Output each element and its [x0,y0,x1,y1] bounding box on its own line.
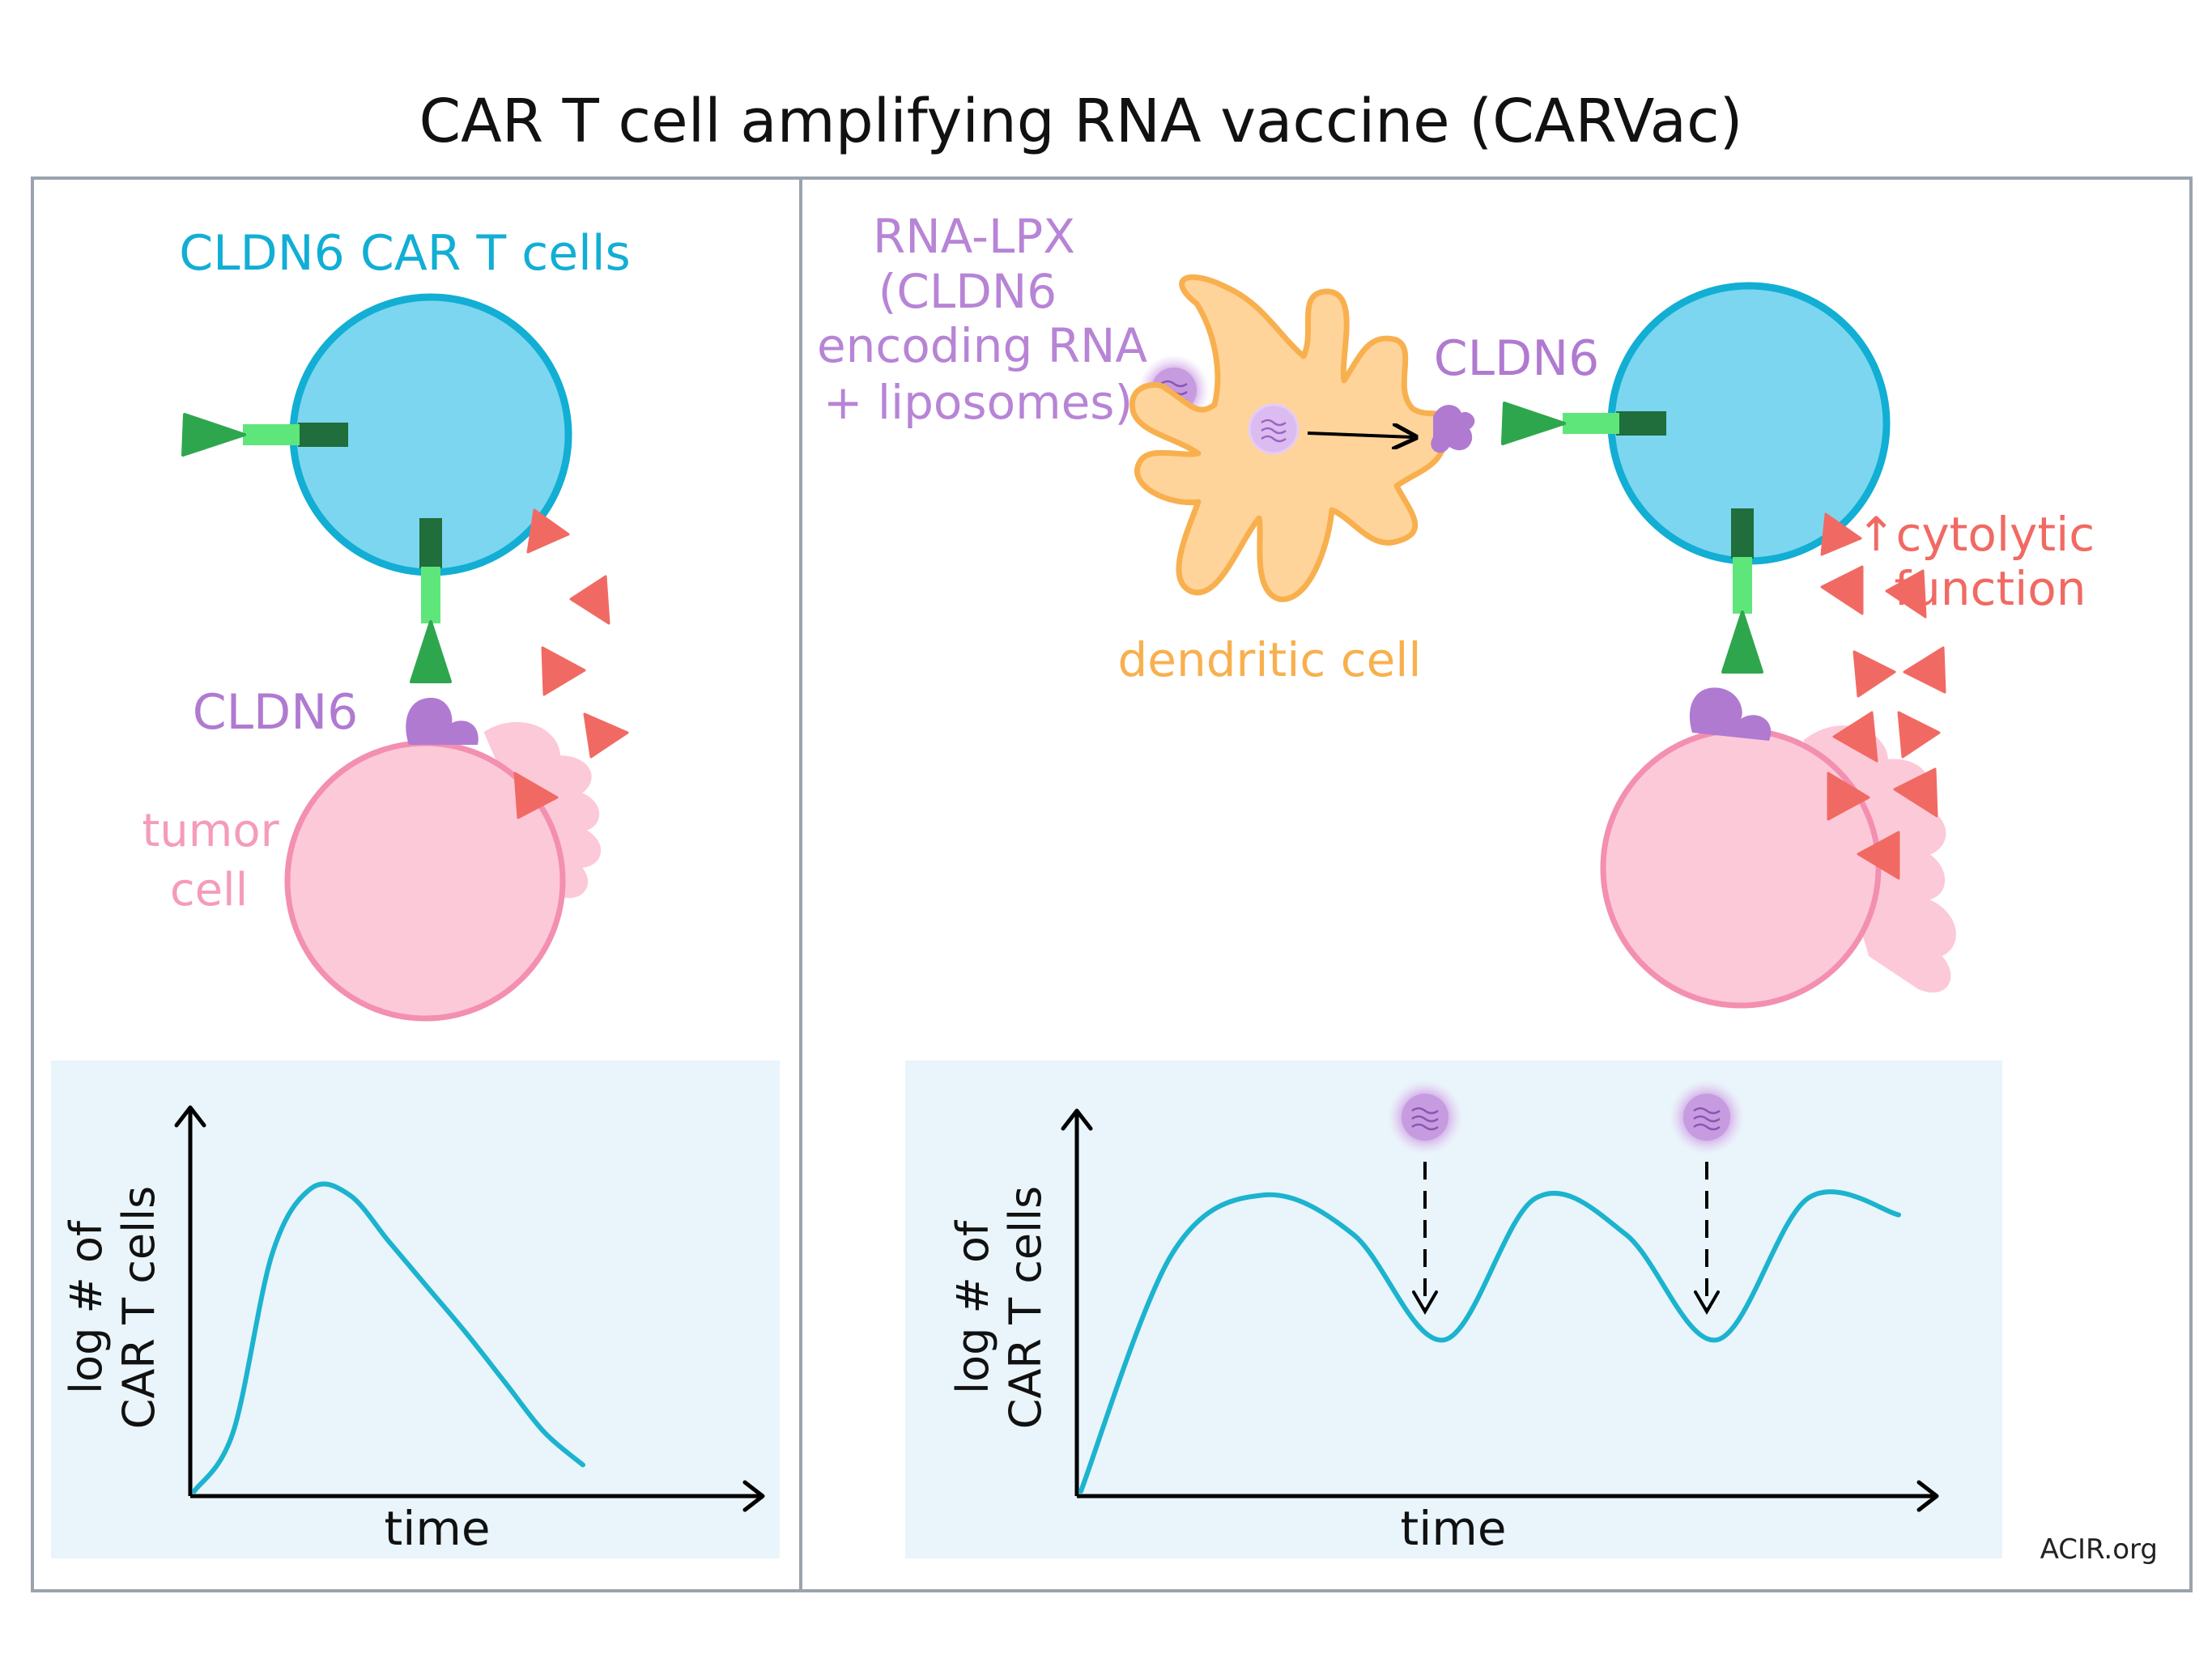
x-axis-arrow-right [1916,1480,1939,1512]
rna-lpx-dose-1 [1388,1080,1462,1315]
tumor-label-left-2: cell [170,864,248,916]
car-receptor-horizontal [181,413,348,457]
cytotoxic-granules-right [1820,512,1946,880]
y-axis-label-right-1: log # of [947,1219,998,1394]
dendritic-cell-label: dendritic cell [1117,632,1421,687]
panel-frame [31,176,2193,1592]
car-receptor-vertical-right [1721,508,1763,674]
x-axis-label-left: time [384,1501,490,1556]
car-receptor-vertical [410,518,452,683]
y-axis-label-left-1: log # of [61,1219,112,1394]
y-axis-arrow-left [174,1105,206,1128]
rna-lpx-label-4: + liposomes) [823,375,1133,430]
chart-background-left [51,1061,780,1558]
diagram-title: CAR T cell amplifying RNA vaccine (CARVa… [419,87,1742,156]
car-t-cells-label: CLDN6 CAR T cells [179,225,631,282]
chart-left: time log # of CAR T cells [61,1105,765,1556]
dendritic-cell [1129,274,1475,602]
x-axis-arrow-left [742,1480,765,1512]
rna-lpx-label-1: RNA-LPX [873,209,1075,264]
cytolytic-label-1: ↑cytolytic [1857,507,2095,562]
car-t-curve-right [1078,1189,1901,1494]
chart-right: time log # of CAR T cells [947,1080,1939,1556]
cldn6-label-right: CLDN6 [1434,330,1600,387]
cytolytic-label-2: function [1895,561,2087,616]
presented-cldn6 [1431,405,1475,453]
rna-lpx-label-3: encoding RNA [817,318,1147,373]
presentation-arrow [1307,433,1413,437]
car-receptor-horizontal-right [1501,402,1666,445]
y-axis-arrow-right [1061,1108,1093,1131]
rna-lpx-label-2: (CLDN6 [878,264,1057,319]
cytotoxic-granules-left [513,508,629,819]
right-panel: RNA-LPX (CLDN6 encoding RNA + liposomes)… [817,209,2158,1566]
credit-text: ACIR.org [2040,1533,2158,1566]
y-axis-label-left-2: CAR T cells [113,1186,164,1430]
tumor-label-left-1: tumor [142,805,279,857]
tumor-cell-left [284,697,601,1022]
rna-lpx-dose-2 [1670,1080,1744,1315]
x-axis-label-right: time [1400,1501,1506,1556]
y-axis-label-right-2: CAR T cells [1000,1186,1051,1430]
cldn6-label-left: CLDN6 [193,684,359,741]
left-panel: CLDN6 CAR T cells CLDN6 tumor cell [51,225,780,1558]
car-t-curve-left [192,1181,585,1494]
